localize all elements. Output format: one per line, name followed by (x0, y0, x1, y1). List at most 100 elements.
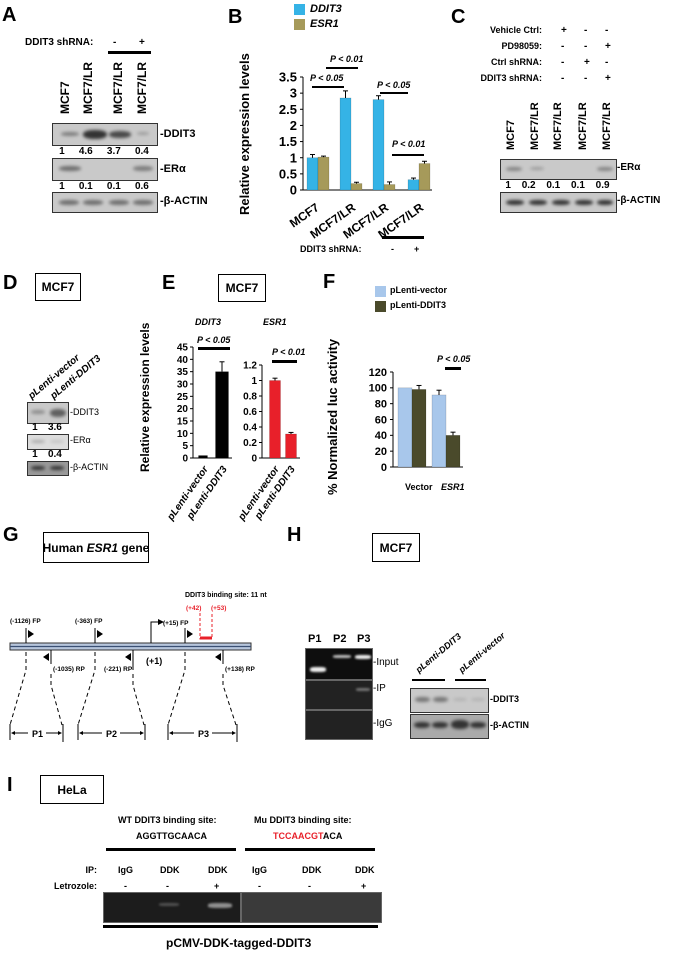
gel-lane-label: P3 (357, 633, 371, 645)
gel-ip (305, 680, 373, 710)
group-line (412, 679, 445, 681)
gel-lane-label: P1 (308, 633, 322, 645)
value: 0.2 (521, 180, 536, 191)
legend-label: DDIT3 (310, 3, 342, 15)
y-axis-label: Relative expression levels (237, 53, 252, 215)
bar-ddit3 (407, 179, 420, 191)
panel-a-letter: A (2, 4, 17, 26)
significance-line (312, 86, 344, 88)
value: 0.4 (47, 449, 62, 460)
value: 3.7 (106, 146, 121, 157)
condition-sign: - (561, 41, 565, 52)
x-tick-label: ESR1 (441, 482, 465, 492)
significance-line (445, 367, 461, 370)
panel-g-letter: G (3, 524, 19, 546)
gel-row-label: -IP (373, 683, 386, 694)
condition-label: DDIT3 shRNA: (480, 73, 542, 83)
value: 0.1 (546, 180, 561, 191)
value: 1 (59, 146, 65, 157)
cell-line-box: HeLa (40, 775, 104, 804)
lane-label: MCF7/LR (529, 102, 541, 150)
y-tick-label: 0 (290, 183, 297, 198)
treatment-sign: + (414, 244, 420, 254)
chart-title: ESR1 (263, 317, 287, 327)
y-tick-label: 20 (177, 404, 189, 415)
value: 0.1 (106, 181, 121, 192)
primer-label: (+15) FP (163, 620, 189, 627)
amplicon-label: P2 (106, 729, 117, 739)
forward-primer-icon (28, 630, 34, 638)
y-tick-label: 25 (177, 392, 189, 403)
value: 0.4 (134, 146, 149, 157)
condition-sign: - (561, 73, 565, 84)
y-tick-label: 15 (177, 417, 189, 428)
condition-sign: - (605, 25, 609, 36)
treatment-sign: - (391, 244, 394, 254)
condition-sign: + (584, 57, 590, 68)
condition-sign: + (605, 41, 611, 52)
gel-wt (103, 892, 241, 923)
condition-sign: - (584, 25, 588, 36)
x-tick-label: Vector (405, 482, 433, 492)
lane-label: MCF7 (58, 81, 72, 114)
lane-label: pLenti-vector (456, 630, 507, 675)
gel-row-label: -Input (373, 657, 399, 668)
wt-title: WT DDIT3 binding site: (118, 815, 217, 825)
y-tick-label: 45 (177, 343, 189, 354)
amplicon-label: P3 (198, 729, 209, 739)
y-tick-label: 10 (177, 429, 189, 440)
bar-esr1 (285, 433, 297, 459)
panel-h-letter: H (287, 524, 302, 546)
group-line (106, 848, 236, 851)
unchanged-bases: ACA (322, 831, 343, 841)
significance-line (326, 67, 358, 69)
condition-label: PD98059: (501, 41, 542, 51)
p-value: P < 0.01 (330, 54, 364, 64)
value: 0.1 (571, 180, 585, 191)
tss-arrow-icon (158, 619, 164, 625)
lane-label: MCF7/LR (577, 102, 589, 150)
condition-label: Vehicle Ctrl: (489, 25, 542, 35)
value: 4.6 (78, 146, 93, 157)
blot-label: -ERα (160, 163, 186, 175)
legend-swatch-esr1 (294, 19, 305, 30)
y-tick-label: 35 (177, 367, 189, 378)
panel-f-letter: F (323, 271, 336, 293)
ip-value: DDK (160, 865, 180, 875)
blot-era (52, 158, 158, 181)
group-line (245, 848, 375, 851)
y-tick-label: 1 (290, 150, 297, 165)
condition-sign: - (561, 57, 565, 68)
gene-diagram: DDIT3 binding site: 11 nt (+42) (+53) (-… (9, 592, 267, 742)
bar-esr1 (418, 163, 431, 191)
gel-input (305, 648, 373, 680)
legend-label: ESR1 (310, 18, 339, 30)
significance-line (198, 347, 230, 350)
blot-ddit3 (410, 688, 489, 713)
p-value: P < 0.05 (310, 73, 344, 83)
mu-title: Mu DDIT3 binding site: (254, 815, 352, 825)
ip-value: IgG (252, 865, 267, 875)
y-tick-label: 0.2 (243, 438, 257, 449)
condition-sign: - (605, 57, 609, 68)
bar-plenti-ddit3 (411, 389, 427, 468)
y-tick-label: 5 (182, 441, 188, 452)
binding-site-bracket (199, 613, 213, 640)
reverse-primer-icon (215, 653, 221, 661)
value: 0.1 (78, 181, 93, 192)
lane-label: MCF7/LR (135, 62, 149, 114)
primer-label: (-1126) FP (10, 618, 41, 625)
mu-sequence: TCCAACGTACA (273, 831, 342, 841)
legend-swatch-vector (375, 286, 386, 297)
blot-label: -ERα (617, 162, 641, 173)
group-line (455, 679, 486, 681)
lane-label: MCF7 (505, 120, 517, 150)
bar-plenti-ddit3 (445, 435, 461, 468)
gene-title-box: Human ESR1 gene (43, 532, 149, 563)
y-tick-label: 2 (290, 118, 297, 133)
letrozole-value: + (214, 881, 220, 891)
y-tick-label: 0 (381, 462, 387, 474)
panel-e-letter: E (162, 272, 176, 294)
y-tick-label: 3.5 (279, 70, 297, 85)
